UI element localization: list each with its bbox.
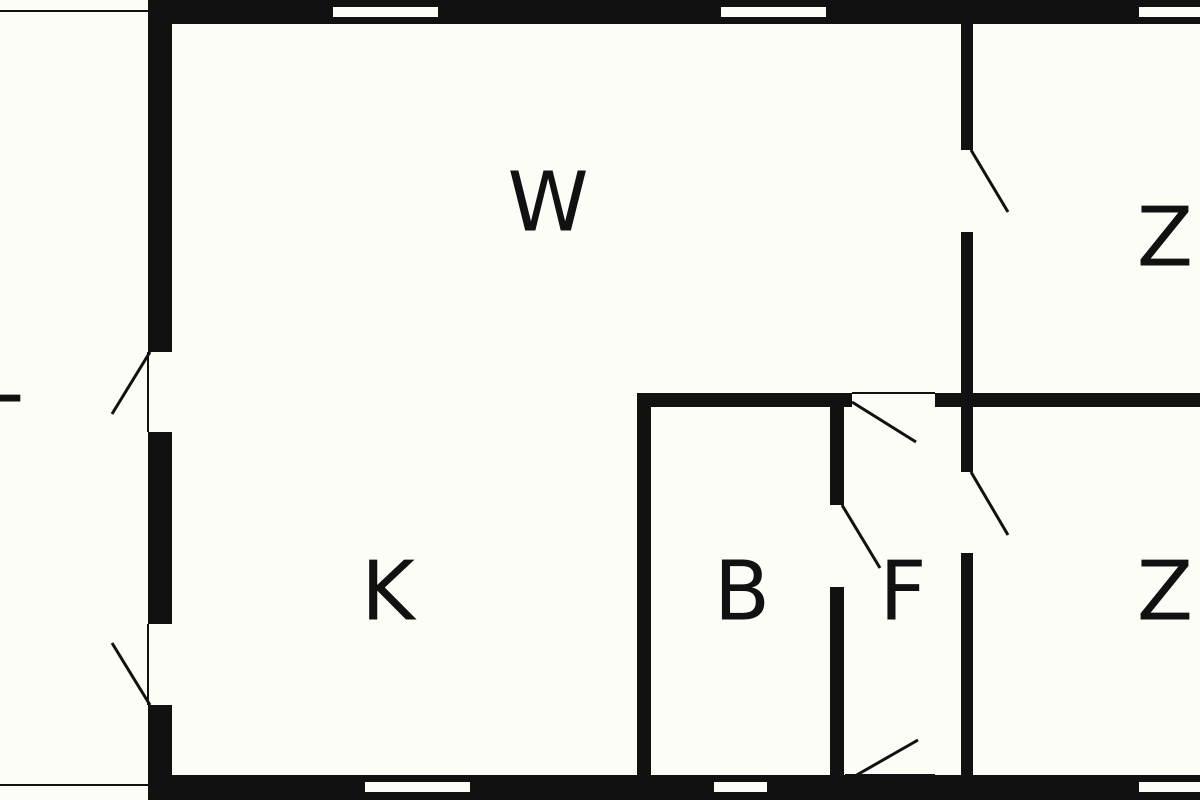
wall-bath-top (637, 393, 852, 407)
wall-bottom (148, 775, 1200, 800)
room-label-b: B (714, 544, 770, 639)
room-label-z1: Z (1137, 190, 1193, 285)
window-bottom-3 (1137, 780, 1200, 794)
room-label-k: K (361, 544, 417, 639)
wall-bath-right-lower (830, 587, 844, 783)
room-label-w: W (507, 155, 588, 250)
wall-bath-left (637, 393, 651, 783)
door-swing-terrace-2 (110, 642, 152, 706)
room-label-f: F (879, 544, 926, 639)
wall-w-z-middle (961, 232, 973, 472)
window-bottom-1 (363, 780, 472, 794)
wall-top (148, 0, 1200, 24)
window-bottom-2 (712, 780, 769, 794)
door-swing-entrance (854, 738, 919, 778)
door-swing-bath (840, 504, 882, 569)
door-swing-terrace-1 (110, 351, 152, 415)
wall-left-lower (148, 705, 172, 800)
room-label-t: T (0, 379, 21, 474)
door-swing-z2 (969, 471, 1010, 536)
wall-left-middle (148, 432, 172, 624)
door-swing-z1 (969, 149, 1010, 213)
window-top-3 (1137, 5, 1200, 19)
wall-z-z (935, 393, 1200, 407)
window-top-2 (719, 5, 828, 19)
wall-left-upper (148, 0, 172, 352)
window-top-1 (331, 5, 440, 19)
wall-w-z-lower (961, 553, 973, 783)
door-swing-hall (851, 400, 917, 444)
wall-w-z-upper (961, 20, 973, 150)
wall-bath-right-upper (830, 393, 844, 505)
room-label-z2: Z (1137, 544, 1193, 639)
